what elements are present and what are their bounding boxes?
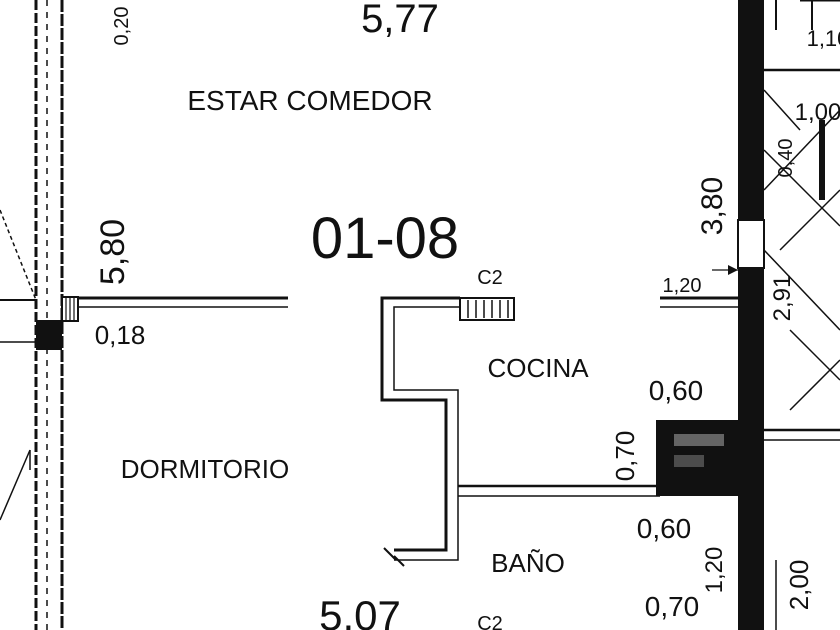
bedroom-side-dimension: 5,80 xyxy=(94,219,132,285)
bedroom-label: DORMITORIO xyxy=(121,454,290,484)
counter-side-dimension: 0,70 xyxy=(610,431,640,482)
bath-070-dimension: 0,70 xyxy=(645,591,700,622)
kitchen-height-dimension: 3,80 xyxy=(696,177,729,235)
bath-060-dimension: 0,60 xyxy=(637,513,692,544)
left-020-dimension: 0,20 xyxy=(111,7,133,46)
bath-120-dimension: 1,20 xyxy=(701,547,728,594)
small-120-dimension: 1,20 xyxy=(663,275,702,297)
bottom-width-dimension: 5,07 xyxy=(319,592,401,630)
left-wall xyxy=(0,0,64,630)
kitchen-bath-partitions xyxy=(380,296,660,567)
wall-thickness-dimension: 0,18 xyxy=(95,320,146,350)
right-100-dimension: 1,00 xyxy=(795,99,840,126)
column-block xyxy=(36,320,62,350)
bath-200-dimension: 2,00 xyxy=(784,560,814,611)
top-width-dimension: 5,77 xyxy=(361,0,439,41)
c2-marker-bottom: C2 xyxy=(477,613,503,630)
counter-top-dimension: 0,60 xyxy=(649,375,704,406)
unit-code: 01-08 xyxy=(311,206,459,271)
right-wall xyxy=(656,0,840,630)
right-040-dimension: 0,40 xyxy=(775,139,797,178)
bathroom-label: BAÑO xyxy=(491,548,565,578)
c2-marker-top: C2 xyxy=(477,267,503,289)
bedroom-top-wall xyxy=(61,296,288,322)
counter-block xyxy=(656,420,740,496)
living-dining-label: ESTAR COMEDOR xyxy=(187,85,432,116)
kitchen-label: COCINA xyxy=(487,353,589,383)
right-291-dimension: 2,91 xyxy=(769,275,796,322)
right-110-dimension: 1,10 xyxy=(807,26,840,51)
